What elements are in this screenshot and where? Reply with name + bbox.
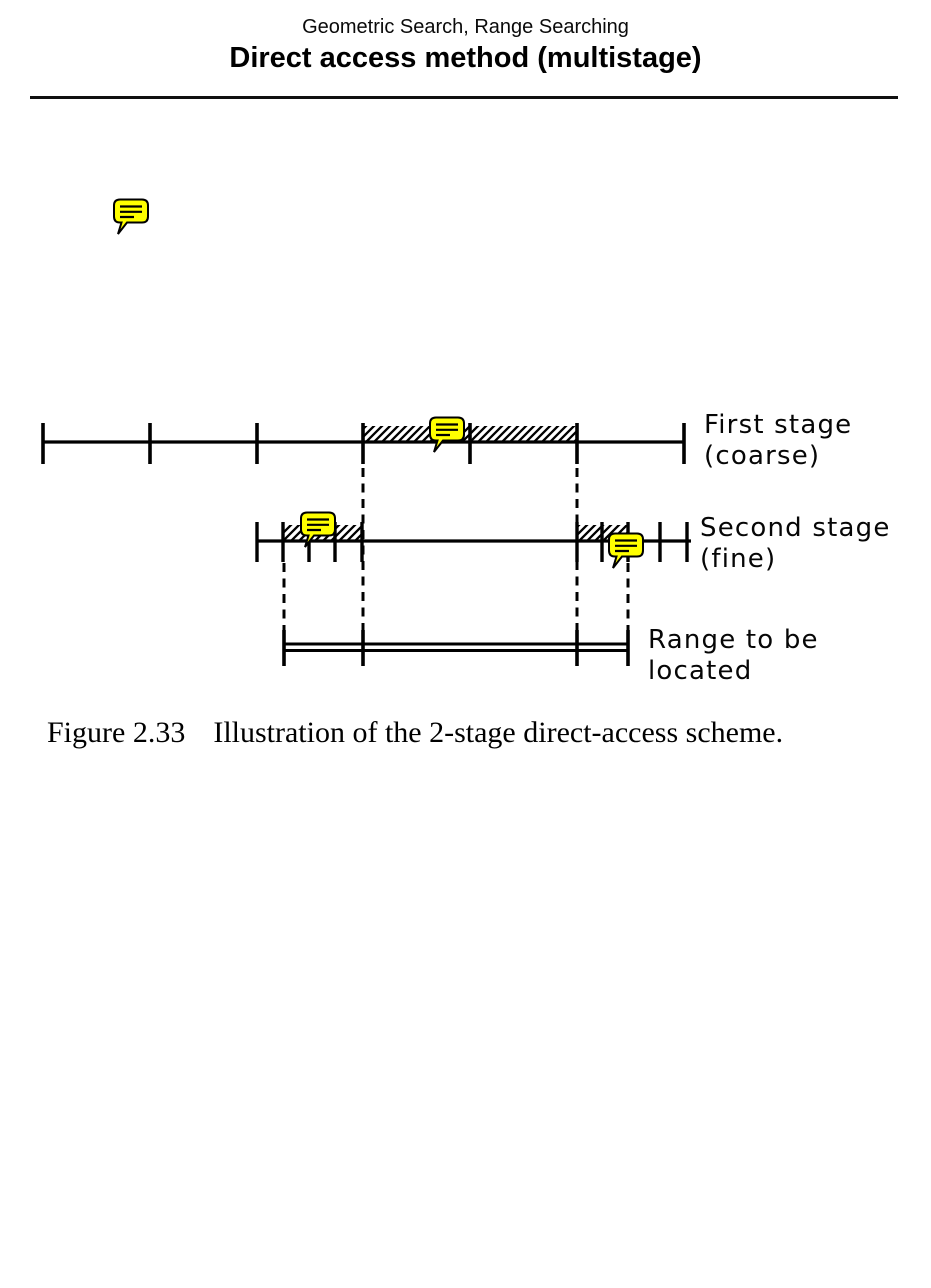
second-stage-label-line2: (fine) — [700, 544, 776, 574]
range-interval — [282, 630, 630, 666]
comment-annotation-icon[interactable] — [428, 416, 466, 454]
figure-caption-text: Illustration of the 2-stage direct-acces… — [213, 716, 784, 749]
range-label-line1: Range to be — [648, 625, 819, 655]
range-end-ticks — [282, 630, 630, 666]
comment-annotation-icon[interactable] — [607, 532, 645, 570]
comment-annotation-icon[interactable] — [112, 198, 150, 236]
second-stage-label-line1: Second stage — [700, 513, 891, 543]
first-stage-ticks — [41, 423, 686, 464]
figure-caption: Figure 2.33 Illustration of the 2-stage d… — [47, 714, 783, 752]
figure-caption-label: Figure 2.33 — [47, 716, 186, 749]
first-stage-axis — [41, 423, 686, 464]
title-divider — [30, 96, 898, 99]
page-title: Direct access method (multistage) — [229, 42, 702, 74]
first-stage-label-line1: First stage — [704, 410, 852, 440]
course-header: Geometric Search, Range Searching — [302, 16, 629, 38]
first-stage-label-line2: (coarse) — [704, 441, 820, 471]
range-label-line2: located — [648, 656, 752, 686]
